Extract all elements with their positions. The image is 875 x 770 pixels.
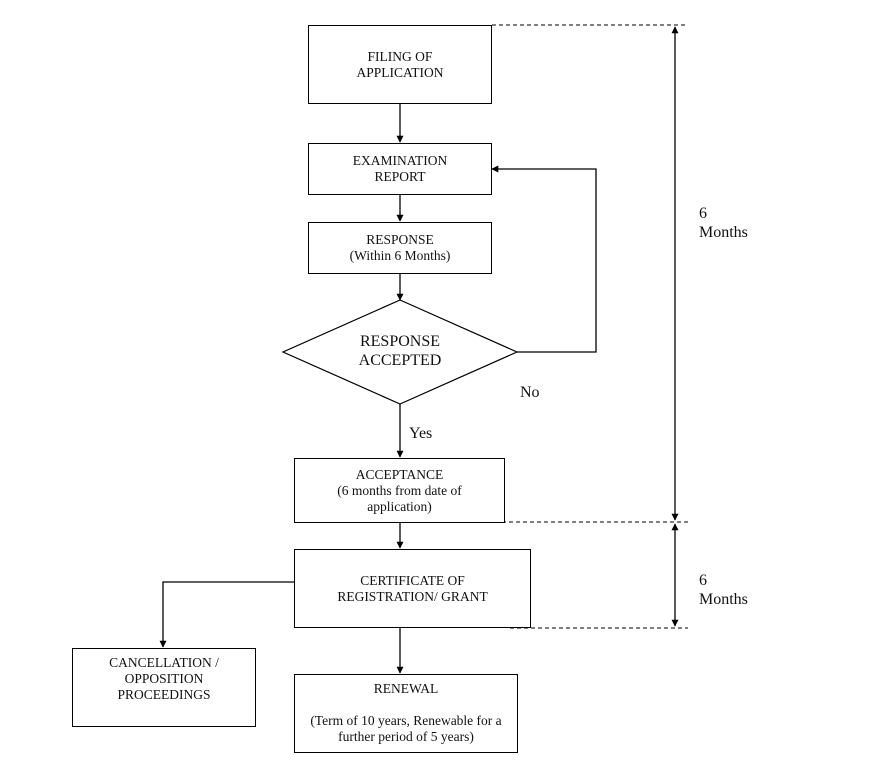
acceptance-box: ACCEPTANCE (6 months from date of applic… [294, 458, 505, 523]
certificate-line-2: REGISTRATION/ GRANT [337, 588, 488, 604]
yes-label: Yes [409, 425, 433, 442]
acceptance-line-1: ACCEPTANCE [355, 466, 444, 482]
response-line-1: RESPONSE [366, 232, 434, 247]
examination-box: EXAMINATION REPORT [308, 143, 492, 195]
examination-line-1: EXAMINATION [352, 153, 448, 168]
cancellation-box: CANCELLATION / OPPOSITION PROCEEDINGS [72, 648, 256, 727]
decision-text: RESPONSE ACCEPTED [320, 332, 480, 370]
response-line-2: (Within 6 Months) [349, 248, 451, 263]
duration-first-unit: Months [699, 224, 748, 241]
filing-box: FILING OF APPLICATION [308, 25, 492, 104]
renewal-box: RENEWAL (Term of 10 years, Renewable for… [294, 674, 518, 753]
no-label: No [520, 384, 540, 401]
duration-first-number: 6 [699, 205, 707, 222]
cancellation-line-1: CANCELLATION / [109, 655, 219, 670]
duration-label-first: 6 Months [699, 204, 748, 242]
renewal-line-4: further period of 5 years) [338, 729, 474, 744]
filing-line-1: FILING OF [367, 48, 433, 64]
certificate-box: CERTIFICATE OF REGISTRATION/ GRANT [294, 549, 531, 628]
decision-diamond [281, 299, 519, 405]
acceptance-line-3: application) [367, 498, 432, 514]
decision-line-2: ACCEPTED [358, 352, 442, 369]
cancellation-line-3: PROCEEDINGS [117, 687, 211, 702]
duration-second-unit: Months [699, 591, 748, 608]
response-box: RESPONSE (Within 6 Months) [308, 222, 492, 274]
arrow-no-loop [491, 165, 597, 353]
duration-label-second: 6 Months [699, 571, 748, 609]
certificate-line-1: CERTIFICATE OF [360, 572, 465, 588]
renewal-line-1: RENEWAL [373, 681, 439, 696]
acceptance-line-2: (6 months from date of [337, 482, 462, 498]
cancellation-line-2: OPPOSITION [124, 671, 204, 686]
duration-second-number: 6 [699, 572, 707, 589]
examination-line-2: REPORT [374, 169, 426, 184]
decision-line-1: RESPONSE [359, 333, 441, 350]
arrow-certificate-to-cancellation [159, 581, 294, 648]
renewal-line-3: (Term of 10 years, Renewable for a [310, 713, 502, 728]
filing-line-2: APPLICATION [356, 64, 444, 80]
